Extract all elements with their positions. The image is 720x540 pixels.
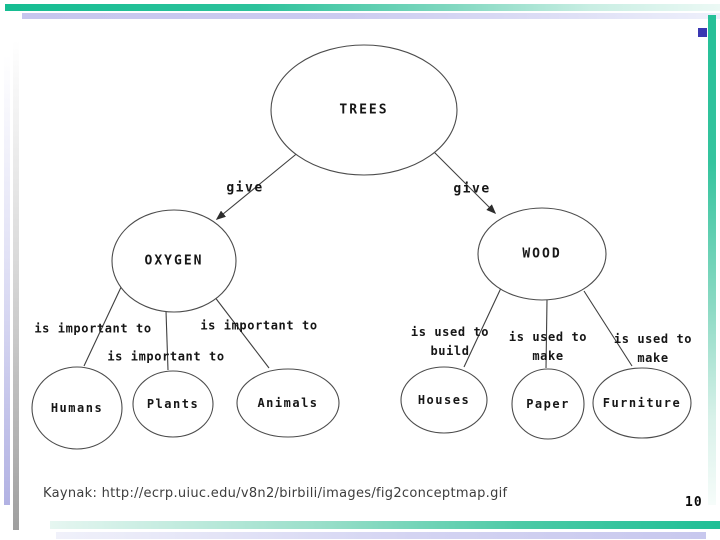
edge-wood-houses [463, 287, 502, 368]
right-green-bar [708, 15, 716, 505]
edge-wood-furniture [583, 290, 633, 367]
edge-label-give-right: give [453, 180, 490, 199]
edge-label-line: make [532, 349, 564, 363]
node-ellipse-furniture [592, 367, 692, 439]
edge-label-used-make-paper: is used to make [509, 328, 587, 366]
edge-trees-wood [430, 148, 497, 215]
node-ellipse-paper [511, 368, 585, 440]
edge-label-line: give [453, 181, 491, 197]
edge-label-line: build [430, 344, 470, 358]
edge-label-line: is used to [410, 325, 490, 339]
edge-oxygen-animals [213, 295, 270, 369]
edge-wood-paper [545, 299, 548, 369]
node-ellipse-houses [400, 366, 488, 434]
edge-oxygen-humans [83, 282, 124, 367]
top-lavender-bar [22, 13, 720, 19]
edge-label-important-animals: is important to [200, 317, 317, 336]
source-caption: Kaynak: http://ecrp.uiuc.edu/v8n2/birbil… [43, 486, 508, 501]
edge-label-line: is used to [508, 330, 588, 344]
node-label-animals: Animals [257, 396, 319, 410]
edge-label-line: is used to [613, 332, 693, 346]
node-ellipse-humans [31, 366, 123, 450]
left-lavender-stripe [4, 55, 10, 505]
bottom-green-bar [50, 521, 720, 529]
edge-label-line: give [226, 180, 264, 196]
edge-label-used-make-furniture: is used to make [614, 330, 692, 368]
top-green-bar [5, 4, 720, 11]
node-label-humans: Humans [50, 401, 104, 415]
node-ellipse-trees [270, 44, 458, 176]
edge-label-line: is important to [107, 349, 225, 364]
bottom-lavender-bar [56, 532, 706, 539]
edge-label-line: is important to [34, 321, 152, 336]
edge-label-important-plants: is important to [107, 348, 224, 367]
edge-label-line: make [637, 351, 669, 365]
node-label-wood: WOOD [522, 246, 562, 262]
node-label-houses: Houses [417, 393, 471, 407]
left-gray-stripe [13, 40, 19, 530]
node-ellipse-oxygen [111, 209, 237, 313]
edge-label-used-build: is used to build [411, 323, 489, 361]
edge-label-line: is important to [200, 318, 318, 333]
node-ellipse-wood [477, 207, 607, 301]
edge-label-important-humans: is important to [34, 320, 151, 339]
edge-oxygen-plants [165, 310, 169, 371]
node-label-oxygen: OXYGEN [144, 253, 204, 269]
edge-trees-oxygen [215, 150, 301, 220]
node-label-plants: Plants [146, 397, 200, 411]
bullet-square-icon [698, 28, 707, 37]
node-ellipse-plants [132, 370, 214, 438]
node-ellipse-animals [236, 368, 340, 438]
node-label-paper: Paper [526, 397, 570, 411]
node-label-trees: TREES [339, 102, 389, 118]
node-label-furniture: Furniture [602, 396, 682, 410]
edge-label-give-left: give [226, 179, 263, 198]
page-number: 10 [685, 495, 703, 510]
